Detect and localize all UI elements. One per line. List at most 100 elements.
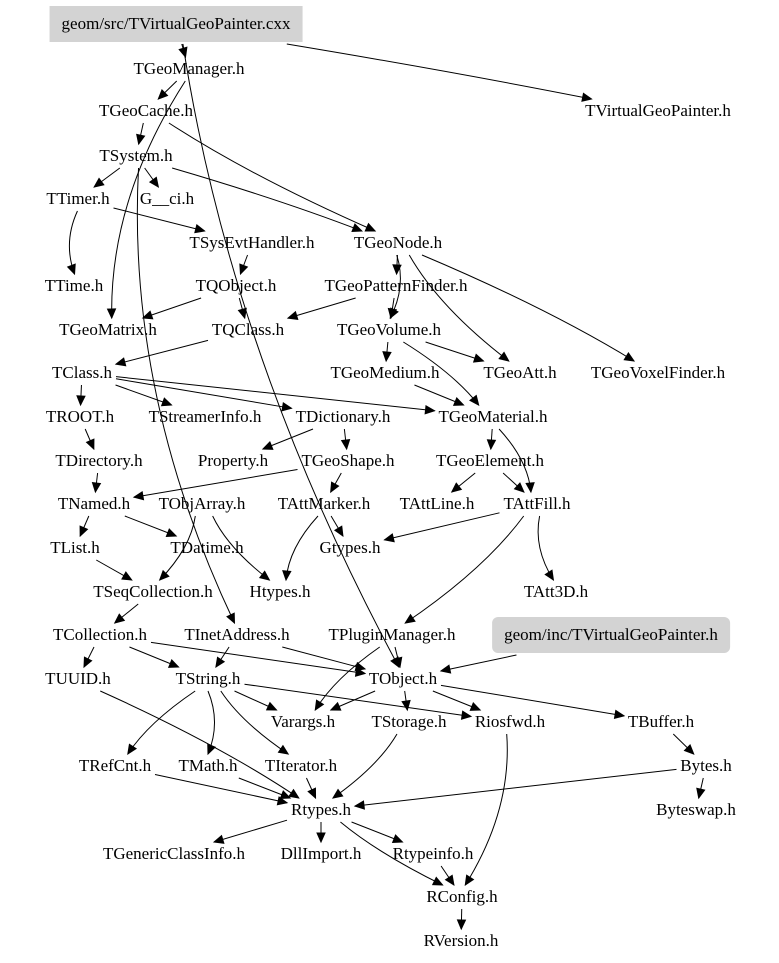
graph-node-ttime[interactable]: TTime.h (44, 276, 104, 295)
graph-node-gtypes[interactable]: Gtypes.h (319, 538, 381, 557)
graph-node-tseqcollection[interactable]: TSeqCollection.h (93, 582, 213, 601)
graph-node-tgeomanager[interactable]: TGeoManager.h (133, 59, 245, 78)
graph-node-bytes[interactable]: Bytes.h (680, 756, 732, 775)
arrowhead-icon (114, 357, 127, 367)
graph-node-titerator[interactable]: TIterator.h (264, 756, 338, 775)
graph-node-tgeonode[interactable]: TGeoNode.h (353, 233, 443, 252)
arrowhead-icon (498, 351, 510, 362)
arrowhead-icon (178, 46, 188, 59)
graph-node-tclass[interactable]: TClass.h (52, 363, 112, 382)
graph-node-property[interactable]: Property.h (197, 451, 269, 470)
graph-node-tatt3d[interactable]: TAtt3D.h (523, 582, 589, 601)
arrowhead-icon (288, 788, 300, 799)
arrowhead-icon (391, 834, 404, 843)
graph-node-tstorage[interactable]: TStorage.h (371, 712, 447, 731)
graph-node-tdirectory[interactable]: TDirectory.h (55, 451, 143, 470)
graph-node-ttimer[interactable]: TTimer.h (46, 189, 110, 208)
arrowhead-icon (212, 834, 225, 844)
graph-node-tstring[interactable]: TString.h (175, 669, 241, 688)
arrowhead-icon (329, 701, 342, 711)
arrowhead-icon (85, 438, 95, 451)
arrowhead-icon (132, 490, 145, 501)
graph-node-tqobject[interactable]: TQObject.h (195, 276, 277, 295)
arrowhead-icon (286, 310, 299, 320)
edge-tcollection-to-tobject (150, 641, 366, 674)
graph-node-rconfig[interactable]: RConfig.h (426, 887, 498, 906)
graph-node-tsystem[interactable]: TSystem.h (99, 146, 173, 165)
edge-tstorage-to-rtypes (332, 733, 398, 799)
graph-node-tgeocache[interactable]: TGeoCache.h (99, 101, 193, 120)
graph-node-tlist[interactable]: TList.h (50, 538, 100, 557)
graph-node-tgeopatternfinder[interactable]: TGeoPatternFinder.h (324, 276, 468, 295)
arrowhead-icon (157, 88, 169, 100)
graph-node-tgeomedium[interactable]: TGeoMedium.h (330, 363, 440, 382)
arrowhead-icon (469, 394, 480, 406)
graph-node-rtypes[interactable]: Rtypes.h (291, 800, 351, 819)
graph-node-varargs[interactable]: Varargs.h (270, 712, 336, 731)
graph-node-tgeovolume[interactable]: TGeoVolume.h (336, 320, 442, 339)
arrowhead-icon (340, 439, 351, 451)
graph-node-tgeoshape[interactable]: TGeoShape.h (301, 451, 395, 470)
arrowhead-icon (167, 658, 180, 668)
graph-node-tattline[interactable]: TAttLine.h (399, 494, 475, 513)
arrowhead-icon (683, 743, 695, 755)
graph-node-g--ci[interactable]: G__ci.h (139, 189, 195, 208)
graph-node-troot[interactable]: TROOT.h (45, 407, 115, 426)
graph-node-tattfill[interactable]: TAttFill.h (503, 494, 571, 513)
graph-node-tqclass[interactable]: TQClass.h (211, 320, 285, 339)
arrowhead-icon (456, 919, 467, 931)
arrowhead-icon (277, 744, 290, 755)
graph-node-trefcnt[interactable]: TRefCnt.h (78, 756, 152, 775)
arrowhead-icon (450, 482, 463, 493)
graph-node-tobjarray[interactable]: TObjArray.h (158, 494, 246, 513)
graph-node-rversion[interactable]: RVersion.h (423, 931, 499, 950)
arrowhead-icon (392, 264, 402, 276)
graph-node-dllimport[interactable]: DllImport.h (280, 844, 362, 863)
edge-tsystem-to-tgeonode (171, 167, 363, 232)
graph-node-inc[interactable]: geom/inc/TVirtualGeoPainter.h (492, 617, 730, 653)
arrowhead-icon (215, 656, 226, 669)
arrowhead-icon (316, 832, 326, 844)
arrowhead-icon (581, 92, 593, 102)
arrowhead-icon (444, 874, 455, 887)
graph-node-tpluginmanager[interactable]: TPluginManager.h (328, 625, 456, 644)
graph-node-tgeoelement[interactable]: TGeoElement.h (435, 451, 545, 470)
edge-tgeoshape-to-tnamed (133, 469, 298, 498)
graph-node-tdatime[interactable]: TDatime.h (170, 538, 244, 557)
arrowhead-icon (265, 701, 278, 711)
graph-node-tmath[interactable]: TMath.h (178, 756, 238, 775)
graph-node-tinetaddress[interactable]: TInetAddress.h (184, 625, 290, 644)
graph-node-tdictionary[interactable]: TDictionary.h (295, 407, 391, 426)
edge-tobjarray-to-htypes (212, 515, 270, 581)
graph-node-tgenericclassinfo[interactable]: TGenericClassInfo.h (102, 844, 246, 863)
arrowhead-icon (91, 482, 102, 494)
graph-node-tgeoatt[interactable]: TGeoAtt.h (483, 363, 557, 382)
graph-node-riosfwd[interactable]: Riosfwd.h (474, 712, 546, 731)
arrowhead-icon (314, 699, 325, 712)
edge-rtypes-to-tgenericclassinfo (213, 819, 288, 843)
arrowhead-icon (158, 569, 170, 581)
graph-node-src[interactable]: geom/src/TVirtualGeoPainter.cxx (49, 6, 303, 42)
graph-node-tvirtualgeopainterh[interactable]: TVirtualGeoPainter.h (585, 101, 731, 120)
graph-node-tgeomaterial[interactable]: TGeoMaterial.h (438, 407, 548, 426)
graph-node-tgeovoxelfinder[interactable]: TGeoVoxelFinder.h (590, 363, 726, 382)
arrowhead-icon (696, 787, 706, 800)
graph-node-tcollection[interactable]: TCollection.h (53, 625, 147, 644)
arrowhead-icon (113, 613, 126, 624)
graph-node-tgeomatrix[interactable]: TGeoMatrix.h (59, 320, 157, 339)
arrowhead-icon (106, 308, 117, 320)
graph-node-tuuid[interactable]: TUUID.h (45, 669, 111, 688)
graph-node-htypes[interactable]: Htypes.h (249, 582, 311, 601)
graph-node-tobject[interactable]: TObject.h (368, 669, 438, 688)
graph-node-tbuffer[interactable]: TBuffer.h (627, 712, 695, 731)
graph-node-byteswap[interactable]: Byteswap.h (656, 800, 736, 819)
graph-node-tsysevthandler[interactable]: TSysEvtHandler.h (189, 233, 315, 252)
graph-node-rtypeinfo[interactable]: Rtypeinfo.h (392, 844, 474, 863)
graph-node-tnamed[interactable]: TNamed.h (57, 494, 131, 513)
arrowhead-icon (525, 482, 535, 494)
graph-node-tattmarker[interactable]: TAttMarker.h (277, 494, 371, 513)
arrowhead-icon (333, 525, 344, 538)
graph-node-tstreamerinfo[interactable]: TStreamerInfo.h (148, 407, 262, 426)
